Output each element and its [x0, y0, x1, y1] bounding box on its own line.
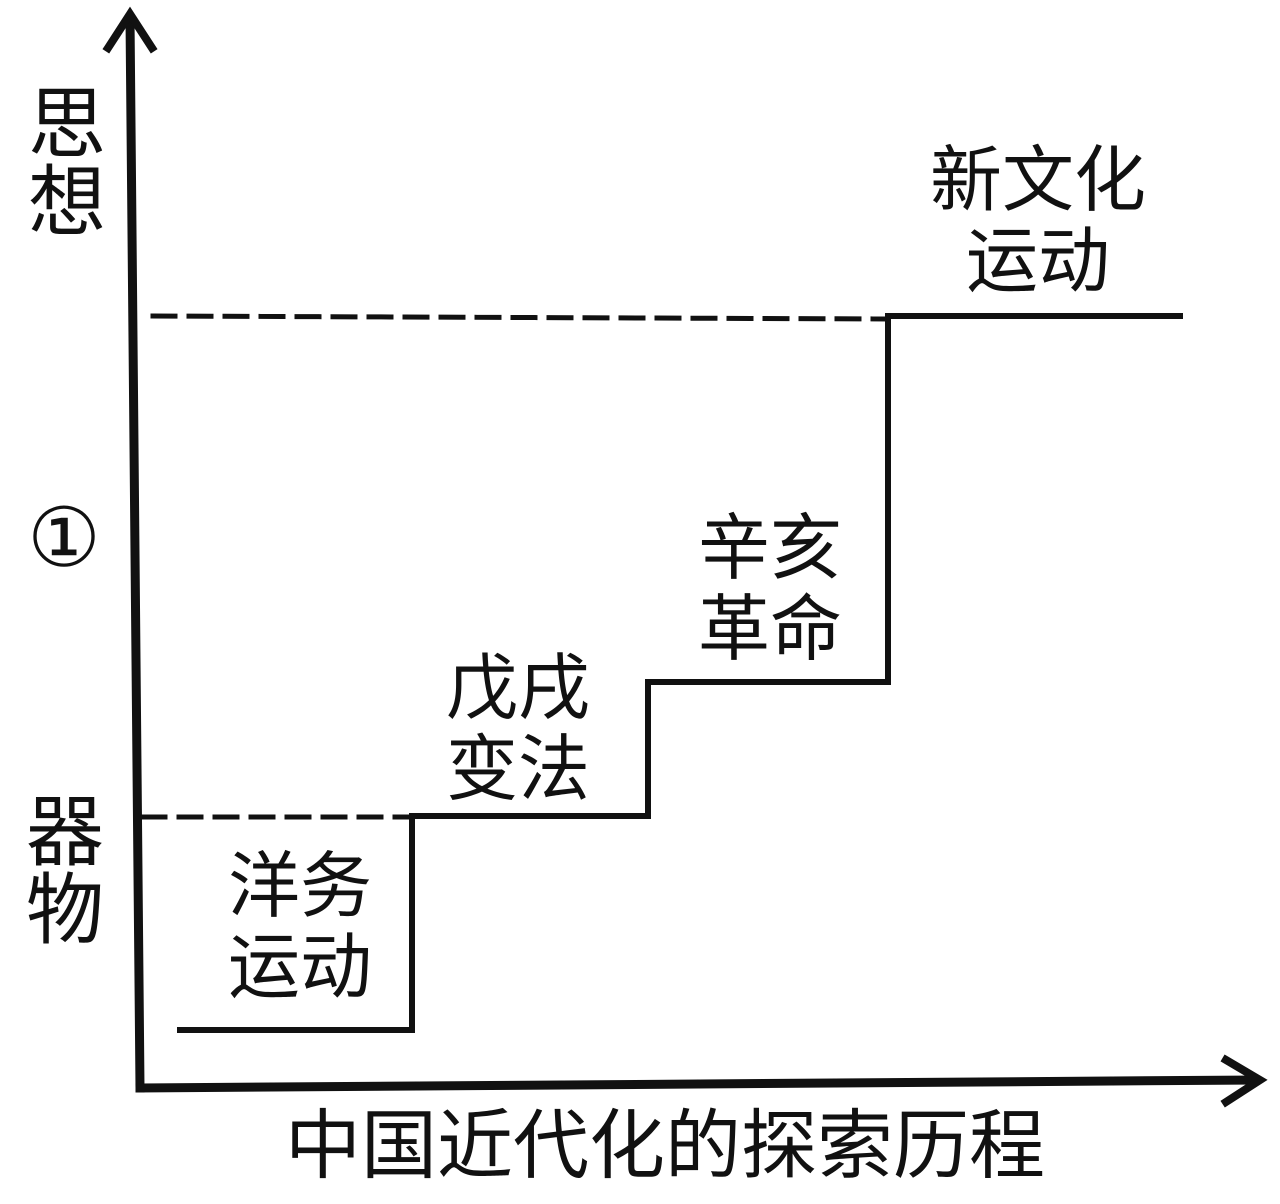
- stage-label-yangwu: 洋务 运动: [228, 846, 372, 1007]
- x-axis-arrowhead: [1220, 1054, 1268, 1108]
- stage-label-wuxu: 戊戌 变法: [446, 648, 590, 809]
- stage-label-xinhai-line1: 辛亥: [698, 506, 843, 590]
- stage-label-yangwu-line1: 洋务: [228, 844, 373, 928]
- stage-label-yangwu-line2: 运动: [228, 924, 373, 1009]
- y-axis-arrowhead: [102, 6, 158, 54]
- stage-label-xinwenhua-line2: 运动: [966, 218, 1111, 303]
- stage-step-3: [645, 313, 891, 685]
- stage-step-1: [177, 813, 415, 1033]
- stage-label-xinwenhua: 新文化 运动: [930, 140, 1146, 301]
- stage-label-xinhai-line2: 革命: [698, 586, 843, 671]
- y-axis-top-label: 思 想: [27, 80, 106, 248]
- x-axis: [135, 1075, 1260, 1093]
- y-axis: [125, 13, 145, 1093]
- stage-step-2: [409, 679, 651, 819]
- x-axis-label: 中国近代化的探索历程: [285, 1101, 1045, 1190]
- stage-label-wuxu-line1: 戊戌: [446, 646, 591, 730]
- circled-one-marker: ①: [27, 491, 101, 586]
- y-axis-bottom-label: 器 物: [25, 788, 104, 956]
- dashed-line-upper: [150, 313, 891, 322]
- stage-label-wuxu-line2: 变法: [446, 726, 591, 811]
- stage-label-xinwenhua-line1: 新文化: [930, 138, 1147, 222]
- stage-label-xinhai: 辛亥 革命: [698, 508, 842, 669]
